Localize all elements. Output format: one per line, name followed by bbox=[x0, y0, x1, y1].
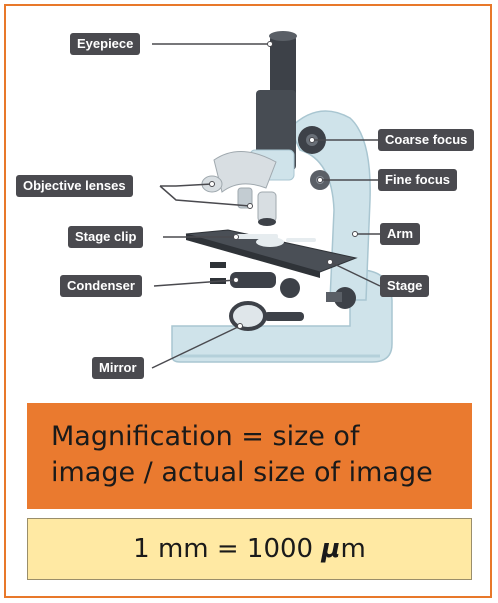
eyepiece-tube bbox=[270, 36, 296, 96]
mirror-disc bbox=[231, 303, 265, 329]
label-mirror: Mirror bbox=[92, 357, 144, 379]
objective-turret bbox=[214, 151, 276, 192]
label-condenser: Condenser bbox=[60, 275, 142, 297]
unit-conversion-box: 1 mm = 1000 μm bbox=[27, 518, 472, 580]
label-objective-lenses: Objective lenses bbox=[16, 175, 133, 197]
conversion-prefix: 1 mm = 1000 bbox=[133, 534, 321, 564]
label-coarse-focus: Coarse focus bbox=[378, 129, 474, 151]
formula-line-1: Magnification = size of bbox=[51, 419, 472, 455]
label-arm: Arm bbox=[380, 223, 420, 245]
label-eyepiece: Eyepiece bbox=[70, 33, 140, 55]
microscope-diagram bbox=[0, 0, 498, 400]
label-fine-focus: Fine focus bbox=[378, 169, 457, 191]
label-stage: Stage bbox=[380, 275, 429, 297]
conversion-unit-suffix: m bbox=[341, 534, 366, 564]
magnification-formula-box: Magnification = size of image / actual s… bbox=[27, 403, 472, 509]
micro-symbol: μ bbox=[321, 534, 340, 564]
formula-line-2: image / actual size of image bbox=[51, 455, 472, 491]
label-stage-clip: Stage clip bbox=[68, 226, 143, 248]
